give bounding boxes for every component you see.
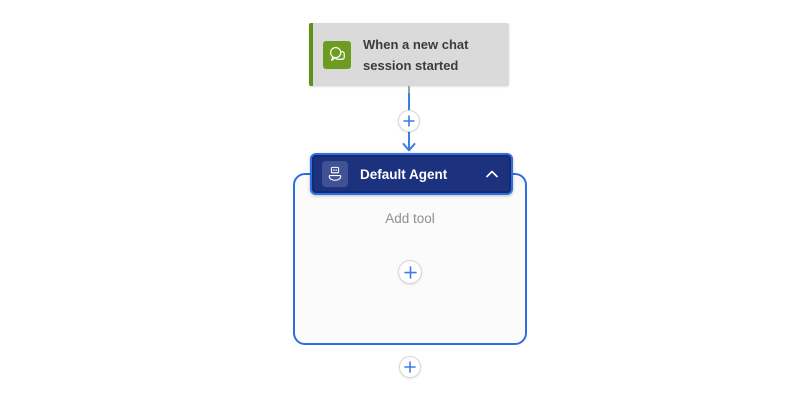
agent-scope-container: Add tool	[293, 173, 527, 345]
add-tool-label: Add tool	[385, 211, 435, 226]
add-tool-button[interactable]	[398, 260, 422, 284]
plus-icon	[403, 115, 415, 127]
trigger-title: When a new chat session started	[363, 36, 469, 73]
insert-action-button[interactable]	[398, 110, 420, 132]
plus-icon	[404, 361, 416, 373]
arrow-down-icon	[402, 143, 416, 152]
trigger-card[interactable]: When a new chat session started	[309, 23, 509, 86]
robot-icon	[322, 161, 348, 187]
agent-header-card[interactable]: Default Agent	[310, 153, 513, 195]
trigger-accent-stripe	[309, 23, 313, 86]
chevron-up-icon[interactable]	[483, 165, 501, 183]
agent-title: Default Agent	[360, 166, 448, 182]
plus-icon	[403, 265, 417, 279]
connector-stub	[408, 86, 410, 94]
chat-bubbles-icon	[323, 40, 351, 69]
add-node-button[interactable]	[399, 356, 421, 378]
